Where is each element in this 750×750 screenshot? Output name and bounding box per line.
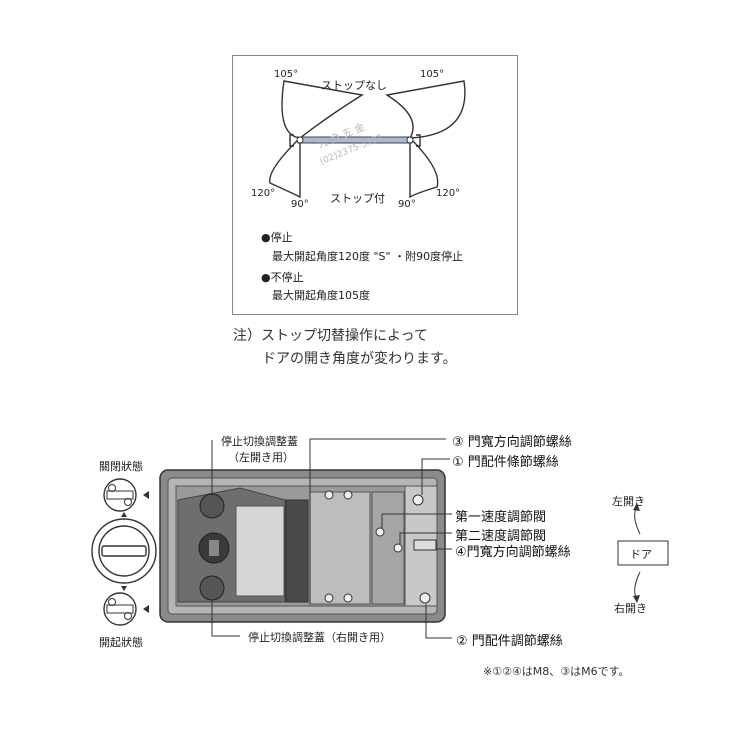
left-lower-fan: [269, 136, 301, 199]
stop-diagram-frame: [232, 55, 518, 315]
angle-120-right: 120°: [436, 188, 461, 199]
angle-120-left: 120°: [251, 188, 276, 199]
callout-speed-1: 第一速度調節閥: [455, 510, 547, 525]
angle-105-right: 105°: [420, 69, 445, 80]
callout-stop-left-2: （左開き用）: [228, 451, 294, 464]
door-label: ドア: [630, 548, 652, 561]
open-state-dial: [103, 592, 149, 626]
stop-desc: 最大開起角度120度 "S" ・附90度停止: [272, 250, 464, 263]
door-right-open: 右開き: [614, 602, 647, 615]
left-pivot: [296, 136, 304, 144]
angle-90-left: 90°: [291, 199, 309, 210]
right-bracket: [416, 134, 421, 147]
hinge-body: [159, 469, 446, 623]
nostop-desc: 最大開起角度105度: [272, 289, 370, 302]
angle-105-left: 105°: [274, 69, 299, 80]
note-line-1: 注）ストップ切替操作によって: [233, 328, 428, 344]
right-pivot: [406, 136, 414, 144]
callout-lines: [211, 438, 452, 639]
label-with-stop: ストップ付: [330, 192, 385, 205]
stop-title: ●停止: [261, 231, 293, 244]
label-no-stop: ストップなし: [321, 79, 387, 92]
note-line-2: ドアの開き角度が変わります。: [262, 351, 457, 367]
callout-stop-left-1: 停止切換調整蓋: [221, 435, 298, 448]
label-open-state: 開起狀態: [99, 636, 143, 649]
door-left-open: 左開き: [612, 495, 645, 508]
callout-1: ① 門配件條節螺絲: [452, 455, 559, 470]
left-bracket: [289, 134, 294, 147]
callout-2: ② 門配件調節螺絲: [456, 634, 563, 649]
label-closed-state: 關閉狀態: [99, 460, 143, 473]
callout-4: ④門寬方向調節螺絲: [455, 545, 571, 560]
angle-90-right: 90°: [398, 199, 416, 210]
nostop-title: ●不停止: [261, 271, 304, 284]
selector-dial: [91, 512, 157, 591]
door-symbol: [617, 503, 669, 603]
right-lower-fan: [409, 136, 439, 199]
closed-state-dial: [103, 478, 149, 512]
door-swing-diagram: [269, 80, 466, 199]
callout-stop-right: 停止切換調整蓋（右開き用）: [248, 631, 391, 644]
callout-3: ③ 門寬方向調節螺絲: [452, 435, 572, 450]
callout-speed-2: 第二速度調節閥: [455, 529, 547, 544]
footnote: ※①②④はM8、③はM6です。: [483, 665, 630, 678]
